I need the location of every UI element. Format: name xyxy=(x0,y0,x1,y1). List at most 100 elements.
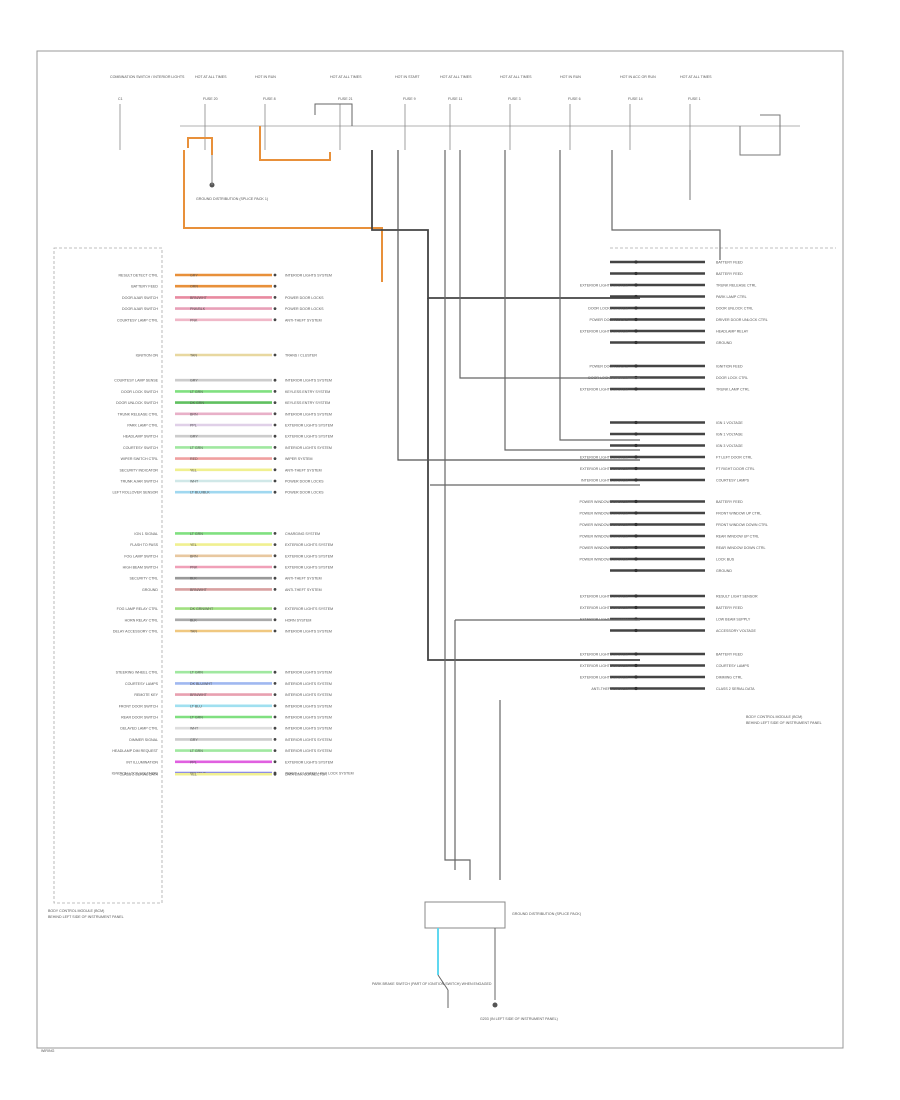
left-row-dest: INTERIOR LIGHTS SYSTEM xyxy=(285,693,332,697)
left-row-func: HEADLAMP SWITCH xyxy=(123,435,158,439)
top-component-pin: FUSE 14 xyxy=(628,97,643,101)
right-row: FRONT WINDOW UP CTRL POWER WINDOWS SYSTEM xyxy=(579,511,761,516)
right-row-func: BATTERY FEED xyxy=(716,272,743,276)
right-row-dest: EXTERIOR LIGHTS SYSTEM xyxy=(580,606,628,610)
right-row-terminal xyxy=(634,466,638,471)
right-row-dest: INTERIOR LIGHTS SYSTEM xyxy=(581,479,628,483)
right-row-dest: EXTERIOR LIGHTS SYSTEM xyxy=(580,653,628,657)
left-row-terminal xyxy=(273,401,277,404)
right-row-func: ACCESSORY VOLTAGE xyxy=(716,629,756,633)
left-module-box xyxy=(53,247,163,904)
left-row-dest: INTERIOR LIGHTS SYSTEM xyxy=(285,716,332,720)
diagram-frame xyxy=(36,50,844,1049)
right-module-title: BODY CONTROL MODULE (BCM) xyxy=(746,715,802,719)
left-row-dest: WIPER SYSTEM xyxy=(285,457,313,461)
left-row-func: TRUNK RELEASE CTRL xyxy=(118,412,158,416)
left-row-func: DOOR AJAR SWITCH xyxy=(122,307,158,311)
right-row-terminal xyxy=(634,605,638,610)
left-row-func: WIPER SWITCH CTRL xyxy=(121,457,158,461)
left-row-dest: EXTERIOR LIGHTS SYSTEM xyxy=(285,543,333,547)
right-row-func: GROUND xyxy=(716,569,732,573)
left-row-color: TAN xyxy=(190,354,197,358)
ground-left-label: PARK BRAKE SWITCH (PART OF IGNITION SWIT… xyxy=(372,982,492,986)
left-row-func: HIGH BEAM SWITCH xyxy=(123,566,159,570)
left-row-color: BLK xyxy=(190,577,197,581)
right-row-func: RESULT LIGHT SENSOR xyxy=(716,595,758,599)
left-row-dest: INTERIOR LIGHTS SYSTEM xyxy=(285,749,332,753)
right-row-dest: EXTERIOR LIGHTS SYSTEM xyxy=(580,467,628,471)
ground-top-label: GROUND DISTRIBUTION (SPLICE PACK 1) xyxy=(196,197,268,201)
left-row-terminal xyxy=(273,726,277,730)
right-row-dest: EXTERIOR LIGHTS SYSTEM xyxy=(580,664,628,668)
left-row-func: FLASH TO PASS xyxy=(130,543,158,547)
right-row-dest: POWER WINDOWS SYSTEM xyxy=(579,512,628,516)
right-row-terminal xyxy=(634,499,638,504)
top-component-pin: FUSE 20 xyxy=(203,97,218,101)
right-row-func: LOW BEAM SUPPLY xyxy=(716,618,751,622)
left-row-terminal xyxy=(273,576,277,580)
left-row-func: HORN RELAY CTRL xyxy=(125,618,158,622)
left-row-color: YEL xyxy=(190,773,197,777)
left-row-dest: POWER DOOR LOCKS xyxy=(285,307,324,311)
left-row-terminal xyxy=(273,412,277,416)
left-row-dest: CHARGING SYSTEM xyxy=(285,532,320,536)
left-row-color: PNK/BLK xyxy=(190,307,206,311)
left-module-title: BODY CONTROL MODULE (BCM) xyxy=(48,909,104,913)
left-row-color: BRN/WHT xyxy=(190,296,208,300)
left-row-dest: KEYLESS ENTRY SYSTEM xyxy=(285,401,330,405)
right-row-terminal xyxy=(634,317,638,322)
top-jumper xyxy=(314,103,353,126)
left-row-dest: INTERIOR LIGHTS SYSTEM xyxy=(285,738,332,742)
left-row-dest: INTERIOR LIGHTS SYSTEM xyxy=(285,727,332,731)
right-row-func: HEADLAMP RELAY xyxy=(716,330,749,334)
left-row-func: HEADLAMP DIM REQUEST xyxy=(112,749,158,753)
right-row-terminal xyxy=(634,663,638,668)
left-row-terminal xyxy=(273,715,277,719)
left-row-terminal xyxy=(273,307,277,310)
right-row-terminal xyxy=(634,594,638,598)
left-row-terminal xyxy=(273,693,277,696)
right-row-terminal xyxy=(634,432,638,436)
right-row-func: FRONT WINDOW UP CTRL xyxy=(716,512,761,516)
left-row-color: BRN xyxy=(190,554,198,558)
left-row-terminal xyxy=(273,532,277,535)
right-row-func: LOCK BUS xyxy=(716,558,735,562)
top-component-pin: FUSE 21 xyxy=(338,97,353,101)
left-row-dest: INTERIOR LIGHTS SYSTEM xyxy=(285,446,332,450)
left-row-terminal xyxy=(273,284,277,288)
left-row-color: LT GRN xyxy=(190,532,203,536)
right-module-subtitle: BEHIND LEFT SIDE OF INSTRUMENT PANEL xyxy=(746,721,822,725)
top-component-name: HOT IN RUN xyxy=(255,75,276,79)
top-component-name: HOT AT ALL TIMES xyxy=(500,75,532,79)
right-row-terminal xyxy=(634,652,638,656)
left-row-dest: DATA LINK CONNECTOR xyxy=(285,773,327,777)
orange-wire-drop xyxy=(183,150,383,282)
left-row-terminal xyxy=(273,318,277,322)
right-row-func: FRONT WINDOW DOWN CTRL xyxy=(716,523,768,527)
right-row-terminal xyxy=(634,686,638,691)
top-component-name: HOT AT ALL TIMES xyxy=(330,75,362,79)
right-row-terminal xyxy=(634,545,638,550)
left-row-dest: INTERIOR LIGHTS SYSTEM xyxy=(285,274,332,278)
left-row-func: CLASS 2 SERIAL DATA xyxy=(120,773,159,777)
right-row-func: REAR WINDOW DOWN CTRL xyxy=(716,546,766,550)
left-row-color: YEL xyxy=(190,543,197,547)
